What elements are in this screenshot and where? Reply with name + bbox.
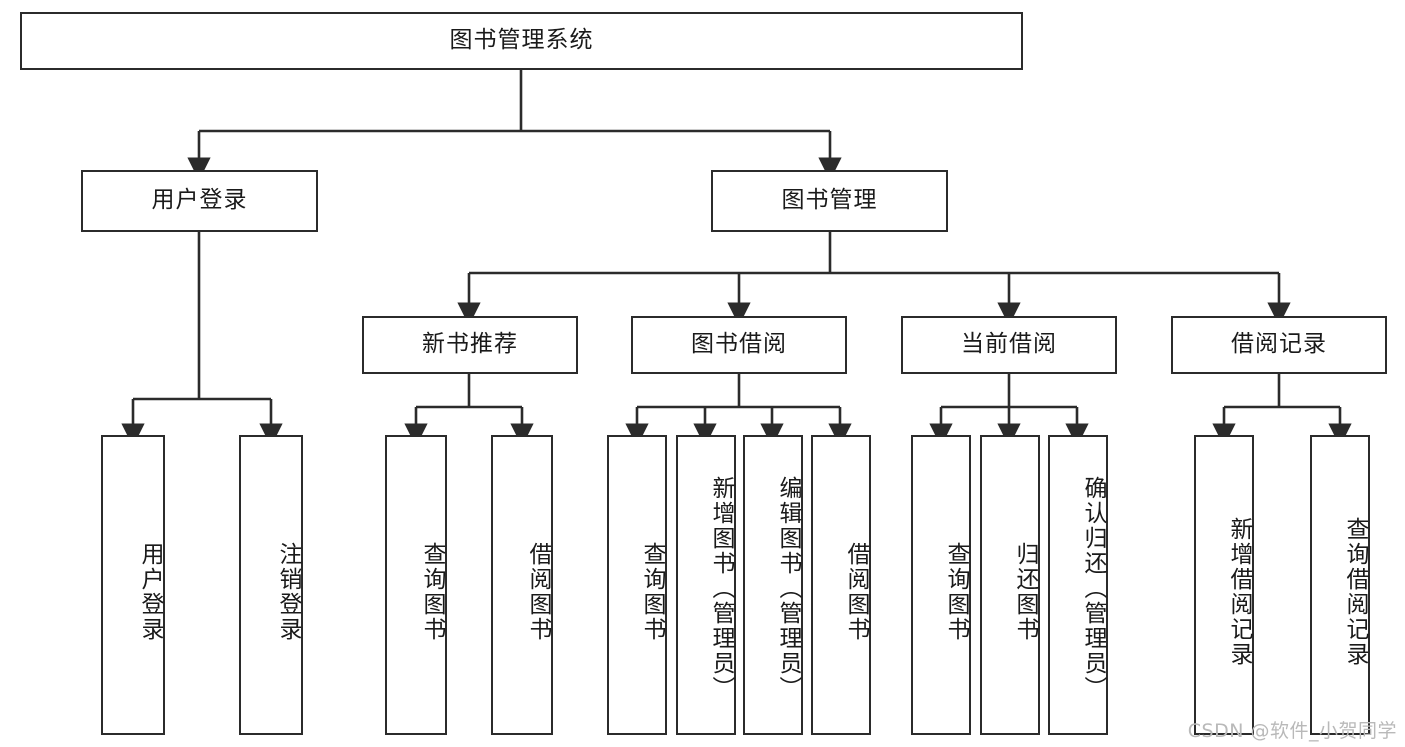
node-label: 确认归还（管理员） xyxy=(1080,475,1106,701)
node-book-management[interactable]: 图书管理 xyxy=(711,170,948,232)
node-book-borrow[interactable]: 图书借阅 xyxy=(631,316,847,374)
node-label: 图书管理 xyxy=(781,187,878,214)
node-leaf-add-book[interactable]: 新增图书（管理员） xyxy=(676,435,736,735)
node-label: 新书推荐 xyxy=(422,331,518,358)
node-leaf-borrow-book-1[interactable]: 借阅图书 xyxy=(491,435,553,735)
node-label: 新增图书（管理员） xyxy=(708,475,734,701)
node-borrow-record[interactable]: 借阅记录 xyxy=(1171,316,1387,374)
node-label: 当前借阅 xyxy=(961,331,1057,358)
node-label: 图书借阅 xyxy=(691,331,787,358)
node-label: 借阅图书 xyxy=(525,542,551,642)
node-leaf-edit-book[interactable]: 编辑图书（管理员） xyxy=(743,435,803,735)
node-label: 用户登录 xyxy=(137,542,163,642)
watermark: CSDN @软件_小贺同学 xyxy=(1187,720,1397,742)
node-leaf-query-book-3[interactable]: 查询图书 xyxy=(911,435,971,735)
node-user-login[interactable]: 用户登录 xyxy=(81,170,318,232)
node-leaf-logout-login[interactable]: 注销登录 xyxy=(239,435,303,735)
node-book-management-system[interactable]: 图书管理系统 xyxy=(20,12,1023,70)
node-leaf-add-record[interactable]: 新增借阅记录 xyxy=(1194,435,1254,735)
node-label: 查询借阅记录 xyxy=(1342,517,1368,667)
node-leaf-query-book-2[interactable]: 查询图书 xyxy=(607,435,667,735)
node-label: 借阅记录 xyxy=(1231,331,1327,358)
node-label: 查询图书 xyxy=(419,542,445,642)
node-leaf-query-book-1[interactable]: 查询图书 xyxy=(385,435,447,735)
node-current-borrow[interactable]: 当前借阅 xyxy=(901,316,1117,374)
node-leaf-borrow-book-2[interactable]: 借阅图书 xyxy=(811,435,871,735)
node-label: 借阅图书 xyxy=(843,542,869,642)
node-new-book-recommend[interactable]: 新书推荐 xyxy=(362,316,578,374)
node-label: 新增借阅记录 xyxy=(1226,517,1252,667)
node-label: 图书管理系统 xyxy=(449,27,594,54)
node-label: 用户登录 xyxy=(151,187,248,214)
node-label: 查询图书 xyxy=(639,542,665,642)
node-label: 查询图书 xyxy=(943,542,969,642)
node-label: 注销登录 xyxy=(275,542,301,642)
node-leaf-return-book[interactable]: 归还图书 xyxy=(980,435,1040,735)
node-leaf-confirm-return[interactable]: 确认归还（管理员） xyxy=(1048,435,1108,735)
node-leaf-user-login[interactable]: 用户登录 xyxy=(101,435,165,735)
node-label: 归还图书 xyxy=(1012,542,1038,642)
node-label: 编辑图书（管理员） xyxy=(775,475,801,701)
node-leaf-query-record[interactable]: 查询借阅记录 xyxy=(1310,435,1370,735)
